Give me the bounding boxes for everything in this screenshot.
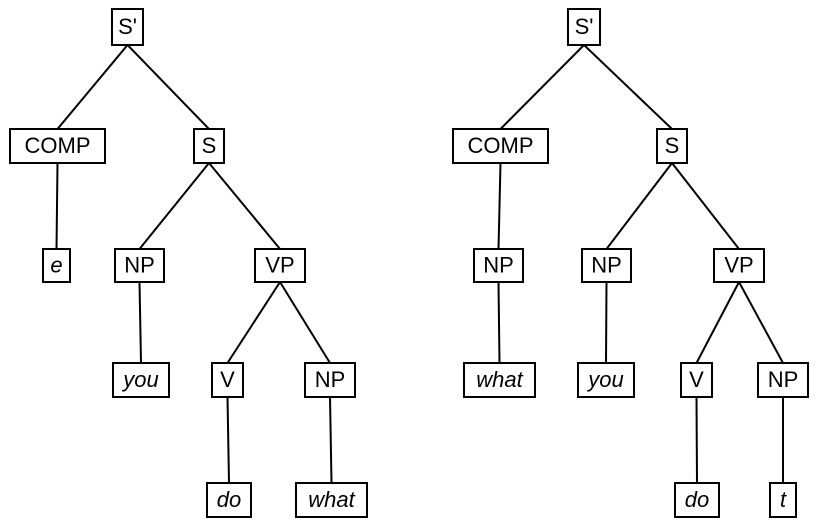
node-label-R-S: S	[665, 133, 680, 158]
node-box-L-do	[206, 482, 252, 518]
tree-edge-R-S-to-R-VP	[671, 162, 740, 250]
node-label-L-COMP: COMP	[25, 133, 91, 158]
tree-node-L-S[interactable]: S	[193, 128, 225, 164]
tree-node-L-V[interactable]: V	[211, 362, 244, 398]
tree-edge-L-S-to-L-VP	[208, 162, 281, 250]
tree-node-L-VP[interactable]: VP	[254, 248, 306, 283]
tree-edge-R-VP-to-R-NP2	[738, 281, 784, 364]
node-label-R-you: you	[586, 367, 623, 392]
node-box-R-COMP	[452, 128, 549, 164]
node-box-R-do	[674, 482, 720, 518]
node-box-L-you	[112, 362, 170, 398]
node-label-L-you: you	[121, 367, 158, 392]
node-label-R-NP2: NP	[768, 367, 799, 392]
node-label-R-Sbar: S'	[575, 14, 594, 39]
tree-node-R-NP2[interactable]: NP	[757, 362, 809, 398]
node-box-L-e	[42, 248, 71, 283]
tree-edge-R-S-to-R-NP1	[605, 162, 673, 250]
tree-edge-R-NP1-to-R-you	[605, 281, 608, 364]
node-box-R-you	[577, 362, 635, 398]
tree-edge-R-V-to-R-do	[695, 396, 698, 484]
tree-edge-R-Sbar-to-R-COMP	[499, 44, 585, 130]
tree-edge-L-VP-to-L-NP2	[279, 281, 331, 364]
node-label-R-COMP: COMP	[468, 133, 534, 158]
tree-edge-L-S-to-L-NP1	[138, 162, 210, 250]
tree-edge-L-Sbar-to-L-S	[126, 44, 210, 130]
node-box-L-V	[211, 362, 244, 398]
edges-layer	[55, 44, 784, 484]
surface-structure-tree-edges	[497, 44, 784, 484]
node-label-L-V: V	[220, 367, 235, 392]
tree-node-R-you[interactable]: you	[577, 362, 635, 398]
node-box-R-NP2	[757, 362, 809, 398]
tree-node-R-S[interactable]: S	[656, 128, 688, 164]
node-box-R-S	[656, 128, 688, 164]
node-label-L-VP: VP	[265, 252, 294, 277]
node-label-L-NP1: NP	[124, 252, 155, 277]
node-label-R-what: what	[476, 367, 523, 392]
tree-node-L-COMP[interactable]: COMP	[9, 128, 106, 164]
tree-edge-R-NP0-to-R-what	[497, 281, 501, 364]
tree-node-R-NP0[interactable]: NP	[473, 248, 524, 283]
tree-edge-R-Sbar-to-R-S	[583, 44, 673, 130]
node-box-L-Sbar	[111, 8, 144, 46]
tree-node-L-you[interactable]: you	[112, 362, 170, 398]
tree-node-L-e[interactable]: e	[42, 248, 71, 283]
tree-node-L-NP1[interactable]: NP	[114, 248, 165, 283]
tree-edge-L-V-to-L-do	[226, 396, 230, 484]
node-box-R-Sbar	[567, 8, 601, 46]
node-box-L-what	[295, 482, 368, 518]
node-box-R-V	[680, 362, 713, 398]
node-box-L-NP2	[304, 362, 356, 398]
tree-node-R-Sbar[interactable]: S'	[567, 8, 601, 46]
node-label-R-NP1: NP	[591, 252, 622, 277]
tree-edge-L-Sbar-to-L-COMP	[56, 44, 129, 130]
node-box-R-t	[769, 482, 797, 518]
node-box-R-NP1	[581, 248, 632, 283]
tree-node-L-Sbar[interactable]: S'	[111, 8, 144, 46]
node-label-R-NP0: NP	[483, 252, 514, 277]
tree-edge-L-NP2-to-L-what	[329, 396, 333, 484]
tree-edge-L-COMP-to-L-e	[55, 162, 59, 250]
tree-edge-L-VP-to-L-V	[226, 281, 281, 364]
tree-node-R-VP[interactable]: VP	[713, 248, 765, 283]
node-label-L-Sbar: S'	[118, 14, 137, 39]
node-label-R-t: t	[780, 487, 787, 512]
node-box-L-NP1	[114, 248, 165, 283]
node-label-L-e: e	[50, 252, 62, 277]
tree-node-R-what[interactable]: what	[463, 362, 536, 398]
node-label-R-do: do	[685, 487, 709, 512]
node-label-R-V: V	[689, 367, 704, 392]
deep-structure-tree-edges	[55, 44, 333, 484]
tree-edge-R-VP-to-R-V	[695, 281, 740, 364]
tree-edge-R-COMP-to-R-NP0	[497, 162, 502, 250]
node-label-L-S: S	[202, 133, 217, 158]
surface-structure-tree-nodes: S' COMP S NP NP VP what you V NP do t	[452, 8, 809, 518]
node-label-L-NP2: NP	[315, 367, 346, 392]
tree-node-L-what[interactable]: what	[295, 482, 368, 518]
tree-node-L-do[interactable]: do	[206, 482, 252, 518]
node-box-R-VP	[713, 248, 765, 283]
node-box-L-VP	[254, 248, 306, 283]
tree-edge-L-NP1-to-L-you	[138, 281, 142, 364]
tree-node-R-t[interactable]: t	[769, 482, 797, 518]
tree-node-R-do[interactable]: do	[674, 482, 720, 518]
node-box-R-what	[463, 362, 536, 398]
tree-node-R-COMP[interactable]: COMP	[452, 128, 549, 164]
tree-node-R-V[interactable]: V	[680, 362, 713, 398]
node-label-R-VP: VP	[724, 252, 753, 277]
node-label-L-do: do	[217, 487, 241, 512]
node-label-L-what: what	[308, 487, 355, 512]
node-box-L-S	[193, 128, 225, 164]
tree-node-L-NP2[interactable]: NP	[304, 362, 356, 398]
node-box-R-NP0	[473, 248, 524, 283]
tree-node-R-NP1[interactable]: NP	[581, 248, 632, 283]
node-box-L-COMP	[9, 128, 106, 164]
